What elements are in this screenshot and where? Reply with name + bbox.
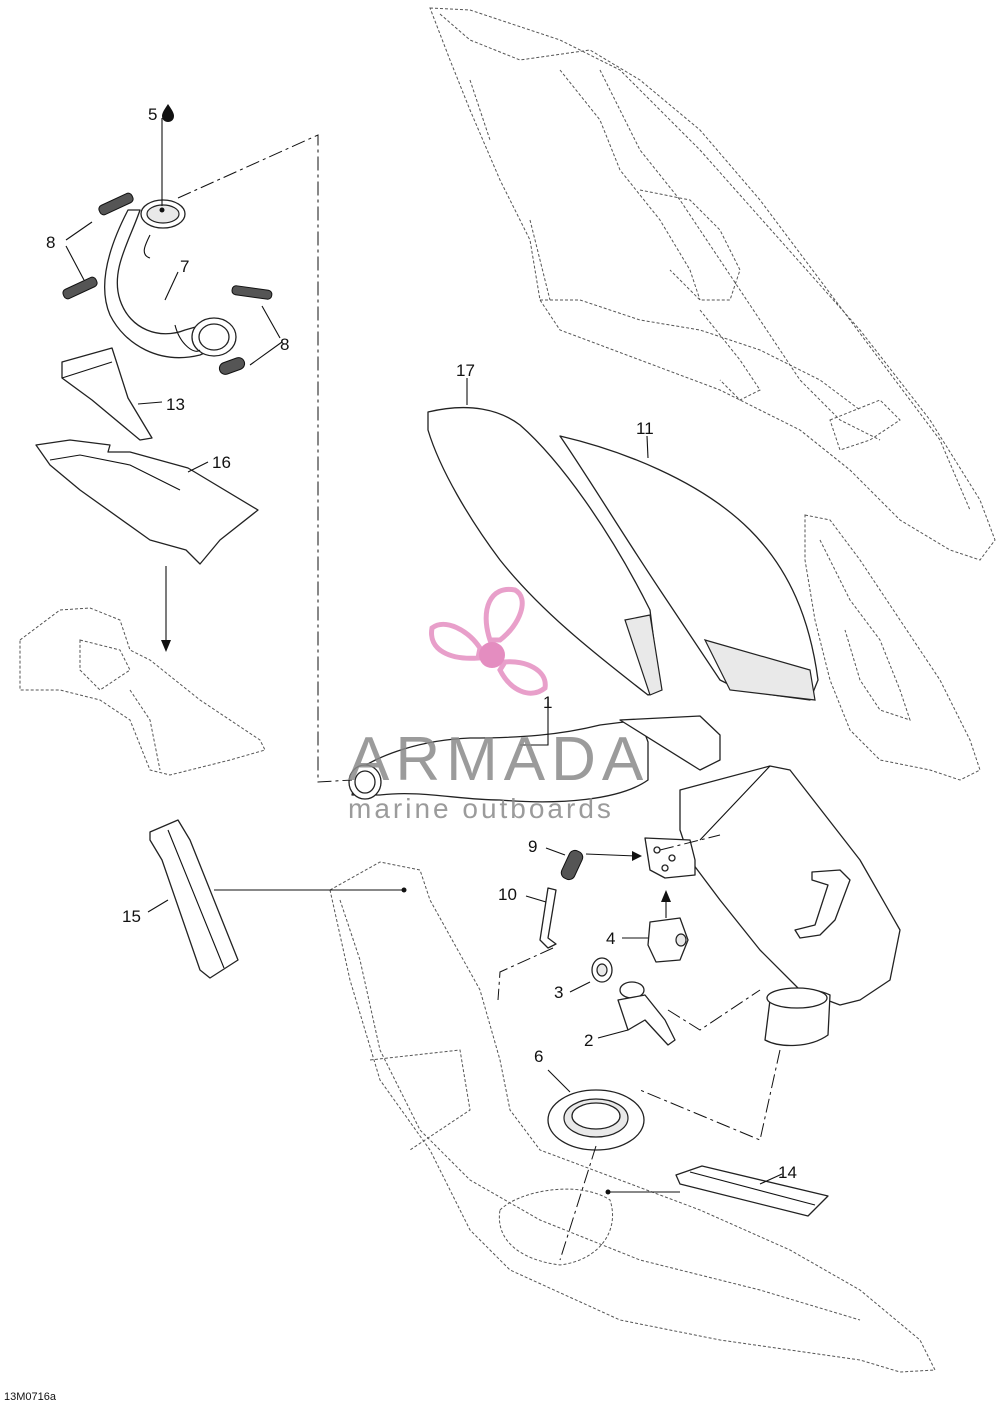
callout-10: 10 <box>498 885 517 904</box>
callout-labels: 1 2 3 4 5 6 7 8 8 9 10 11 13 14 15 16 17 <box>46 105 797 1182</box>
part-13-heat-shield <box>61 347 153 441</box>
callout-14: 14 <box>778 1163 797 1182</box>
part-15-strip <box>149 819 239 979</box>
callout-11: 11 <box>636 419 654 438</box>
callout-13: 13 <box>166 395 185 414</box>
bracket-outline <box>19 607 266 776</box>
callout-1: 1 <box>543 693 552 712</box>
callout-8-left: 8 <box>46 233 55 252</box>
part-4-grommet <box>647 917 689 963</box>
callout-8-right: 8 <box>280 335 289 354</box>
propeller-logo-icon <box>429 586 548 696</box>
callout-4: 4 <box>606 929 615 948</box>
part-7-inlet-pipe <box>104 199 237 359</box>
part-8-springs <box>62 192 273 375</box>
hull-side-outline <box>804 514 981 781</box>
callout-16: 16 <box>212 453 231 472</box>
watermark: ARMADA marine outboards <box>348 586 649 824</box>
part-17-panel <box>427 406 663 696</box>
part-2-support <box>617 981 676 1046</box>
hull-bottom-outline <box>329 861 936 1373</box>
drawing-reference-code: 13M0716a <box>4 1391 56 1403</box>
oil-drop-icon <box>162 104 174 122</box>
callout-15: 15 <box>122 907 141 926</box>
callout-17: 17 <box>456 361 475 380</box>
part-1-muffler-assembly <box>348 715 901 1047</box>
part-3-grommet <box>591 957 613 983</box>
watermark-brand: ARMADA <box>348 725 649 794</box>
part-14-strip <box>675 1165 829 1217</box>
callout-7: 7 <box>180 257 189 276</box>
callout-2: 2 <box>584 1031 593 1050</box>
assembly-lines <box>177 134 781 1261</box>
part-10-hook <box>539 887 557 949</box>
part-16-heat-shield <box>35 439 259 565</box>
part-11-panel <box>559 435 819 701</box>
watermark-tagline: marine outboards <box>348 793 614 824</box>
part-9-spring <box>560 849 584 881</box>
callout-5: 5 <box>148 105 157 124</box>
mounting-bracket <box>644 837 696 879</box>
hull-top-outline <box>429 7 996 561</box>
part-6-seal-ring <box>547 1089 645 1151</box>
leader-lines <box>65 118 783 1195</box>
callout-3: 3 <box>554 983 563 1002</box>
callout-6: 6 <box>534 1047 543 1066</box>
callout-9: 9 <box>528 837 537 856</box>
